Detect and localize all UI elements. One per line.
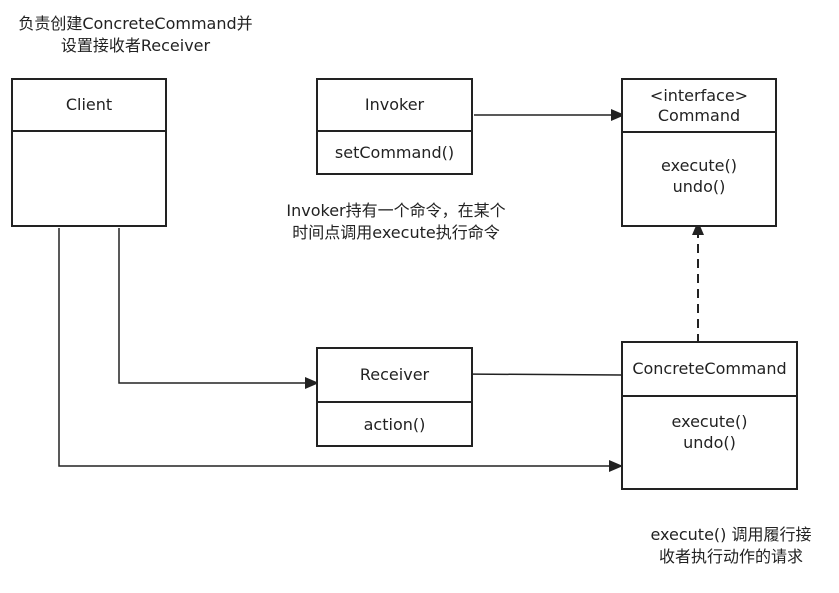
command-interface-body: execute() undo(): [623, 133, 775, 197]
invoker-class-header: Invoker: [318, 80, 471, 132]
client-class-box[interactable]: Client: [11, 78, 167, 227]
invoker-method-setcommand: setCommand(): [334, 143, 455, 162]
concrete-method-execute: execute(): [671, 412, 748, 431]
edge-client-to-concrete: [58, 228, 623, 472]
receiver-class-name: Receiver: [359, 365, 430, 384]
concrete-note: execute() 调用履行接 收者执行动作的请求: [640, 524, 822, 568]
command-interface-box[interactable]: <interface> Command execute() undo(): [621, 78, 777, 227]
invoker-class-box[interactable]: Invoker setCommand(): [316, 78, 473, 175]
command-method-execute: execute(): [661, 156, 737, 175]
client-note-line-2: 设置接收者Receiver: [60, 36, 211, 55]
concrete-command-class-box[interactable]: ConcreteCommand execute() undo(): [621, 341, 798, 490]
edge-concrete-to-receiver: [457, 368, 622, 381]
invoker-note-line-2: 时间点调用execute执行命令: [292, 223, 500, 242]
client-note: 负责创建ConcreteCommand并 设置接收者Receiver: [8, 13, 263, 57]
concrete-method-undo: undo(): [683, 433, 736, 452]
client-note-line-1: 负责创建ConcreteCommand并: [18, 14, 253, 33]
edge-client-to-receiver: [118, 228, 319, 389]
receiver-class-box[interactable]: Receiver action(): [316, 347, 473, 447]
command-interface-name: Command: [657, 105, 741, 125]
concrete-command-name: ConcreteCommand: [632, 359, 787, 378]
command-interface-header: <interface> Command: [623, 80, 775, 133]
client-class-name: Client: [65, 95, 113, 114]
concrete-command-header: ConcreteCommand: [623, 343, 796, 397]
invoker-class-name: Invoker: [364, 95, 425, 114]
invoker-note-line-1: Invoker持有一个命令，在某个: [286, 201, 506, 220]
command-stereotype: <interface>: [649, 85, 749, 105]
concrete-note-line-2: 收者执行动作的请求: [658, 547, 803, 566]
client-class-header: Client: [13, 80, 165, 132]
invoker-note: Invoker持有一个命令，在某个 时间点调用execute执行命令: [268, 200, 524, 244]
command-method-undo: undo(): [672, 177, 726, 196]
receiver-class-body: action(): [318, 403, 471, 445]
concrete-command-body: execute() undo(): [623, 397, 796, 453]
concrete-note-line-1: execute() 调用履行接: [650, 525, 812, 544]
receiver-method-action: action(): [363, 414, 426, 434]
receiver-class-header: Receiver: [318, 349, 471, 403]
invoker-class-body: setCommand(): [318, 132, 471, 173]
